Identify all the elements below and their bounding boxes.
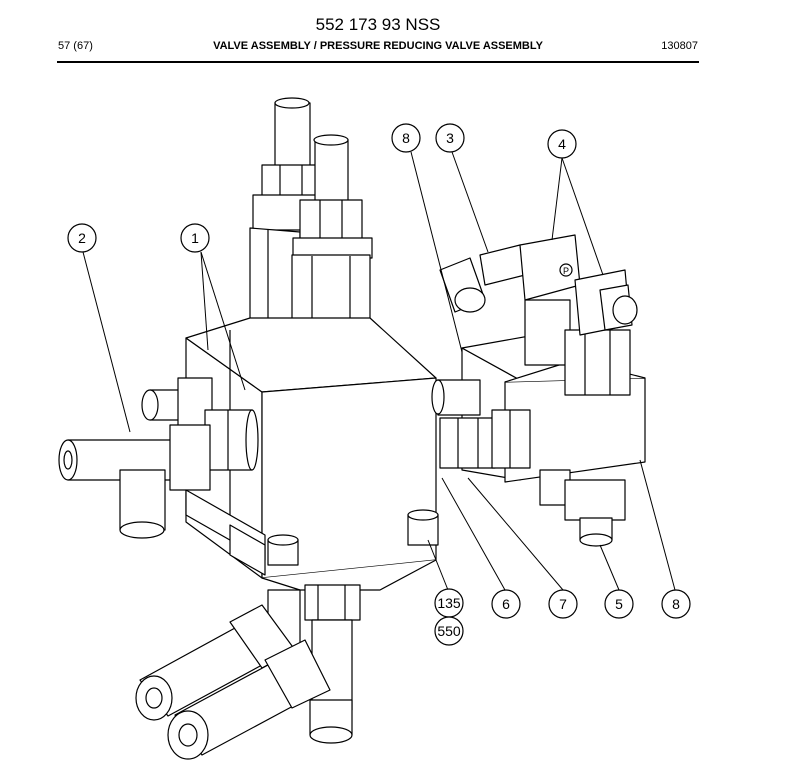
callout-label: 1 [191,230,199,246]
elbow-fitting-left: P [439,234,581,313]
callout-label: 8 [672,596,680,612]
callout-8-upper: 8 [391,123,421,153]
document-number: 552 173 93 NSS [315,15,441,34]
callout-5: 5 [604,589,634,619]
leader-lines [82,151,676,591]
page-title: VALVE ASSEMBLY / PRESSURE REDUCING VALVE… [213,40,543,52]
callout-6: 6 [491,589,521,619]
callout-3: 3 [435,123,465,153]
header-rule [57,61,699,63]
fitting-marking: P [563,266,569,276]
callout-8-lower: 8 [661,589,691,619]
callout-label: 135 [437,595,461,611]
connector-nipples [431,379,531,469]
callout-135: 135 [434,588,464,618]
callout-4: 4 [547,129,577,159]
callout-label: 2 [78,230,86,246]
lower-right-fitting [539,469,626,547]
elbow-fitting-right [574,269,638,336]
callout-550: 550 [434,616,464,646]
solenoid-coil-lower [167,639,331,760]
callout-label: 6 [502,596,510,612]
tee-fitting [58,424,211,539]
callout-label: 5 [615,596,623,612]
mounting-rail [185,489,266,576]
callout-label: 8 [402,130,410,146]
block-bolts [267,509,439,566]
callout-7: 7 [548,589,578,619]
document-code: 130807 [661,40,698,52]
callout-label: 7 [559,596,567,612]
callout-label: 550 [437,623,461,639]
page-number: 57 (67) [58,40,93,52]
callout-label: 4 [558,136,566,152]
callout-label: 3 [446,130,454,146]
callout-1: 1 [180,223,210,253]
cartridge-stack [524,299,631,396]
left-port-fittings [141,377,259,471]
callout-2: 2 [67,223,97,253]
solenoid-coil-upper [135,604,296,721]
